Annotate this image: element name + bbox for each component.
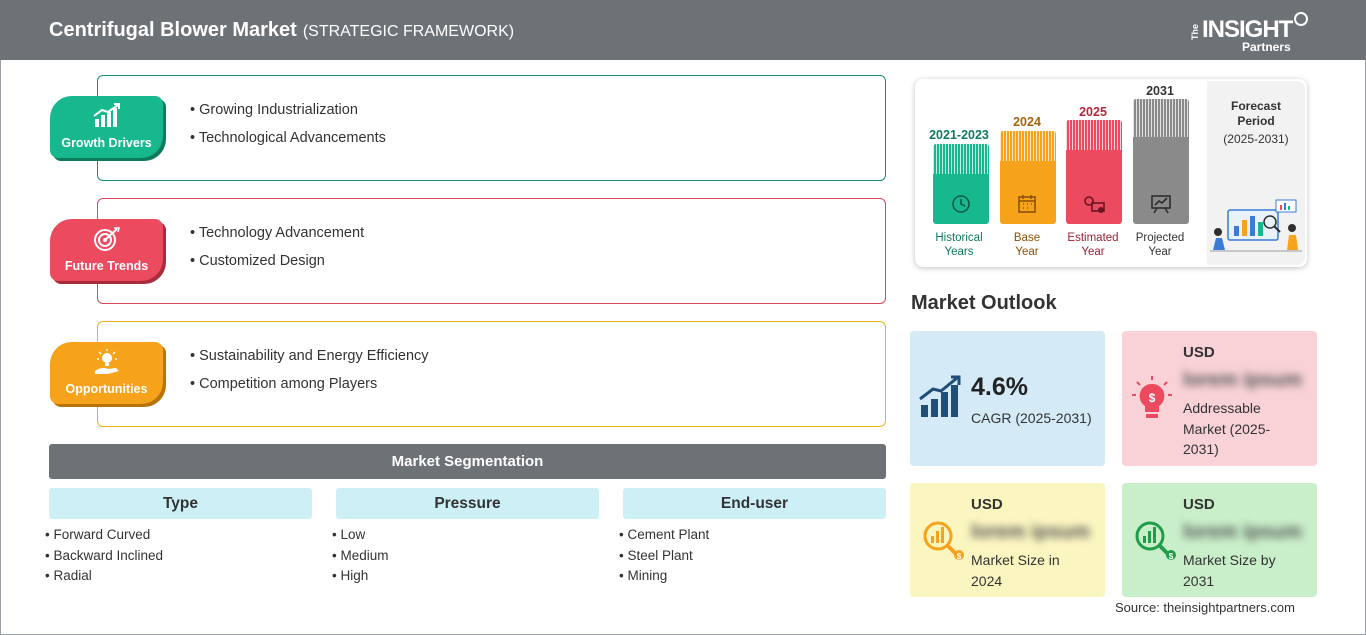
svg-text:$: $ bbox=[1149, 391, 1156, 405]
timeline-year: 2031 bbox=[1146, 84, 1174, 98]
list-item: Customized Design bbox=[190, 247, 364, 275]
list-item: Medium bbox=[332, 546, 599, 567]
svg-text:$: $ bbox=[1169, 552, 1174, 561]
segment-list: Cement Plant Steel Plant Mining bbox=[623, 525, 886, 587]
cagr-label: CAGR (2025-2031) bbox=[971, 410, 1092, 426]
growth-chart-icon bbox=[93, 103, 120, 127]
lightbulb-hand-icon bbox=[95, 349, 119, 374]
currency-label: USD bbox=[1183, 344, 1215, 361]
list-item: Cement Plant bbox=[619, 525, 886, 546]
timeline-bar-historical bbox=[933, 144, 989, 224]
market-size-2031-value: lorem ipsum bbox=[1183, 521, 1302, 543]
addressable-market-tile: $ USD lorem ipsum Addressable Market (20… bbox=[1122, 331, 1317, 466]
list-item: Competition among Players bbox=[190, 370, 429, 398]
logo-insight: INSIGHT bbox=[1202, 16, 1293, 43]
future-trends-box: Technology Advancement Customized Design bbox=[97, 198, 886, 304]
market-size-2024-value: lorem ipsum bbox=[971, 521, 1090, 543]
segment-header: Pressure bbox=[336, 488, 599, 519]
analytics-illustration-icon bbox=[1210, 199, 1302, 252]
magnifier-chart-icon: $ bbox=[923, 521, 964, 561]
list-item: Growing Industrialization bbox=[190, 96, 386, 124]
segment-list: Low Medium High bbox=[336, 525, 599, 587]
market-size-2024-label: Market Size in 2024 bbox=[971, 552, 1060, 589]
future-trends-label: Future Trends bbox=[64, 259, 149, 273]
timeline-year: 2025 bbox=[1079, 105, 1107, 119]
list-item: Mining bbox=[619, 566, 886, 587]
growth-drivers-list: Growing Industrialization Technological … bbox=[190, 96, 386, 152]
list-item: Technology Advancement bbox=[190, 219, 364, 247]
growth-chart-icon bbox=[919, 375, 961, 417]
addressable-value: lorem ipsum bbox=[1183, 369, 1302, 391]
cagr-value: 4.6% bbox=[971, 373, 1028, 401]
calendar-icon bbox=[1018, 195, 1036, 213]
segment-pressure: Pressure Low Medium High bbox=[336, 488, 599, 587]
logo-ring-icon bbox=[1294, 12, 1308, 26]
addressable-label: Addressable Market (2025-2031) bbox=[1183, 400, 1271, 457]
market-size-2031-label: Market Size by 2031 bbox=[1183, 552, 1276, 589]
insight-partners-logo: The INSIGHT Partners bbox=[1190, 10, 1320, 54]
segment-list: Forward Curved Backward Inclined Radial bbox=[49, 525, 312, 587]
page-title: Centrifugal Blower Market (STRATEGIC FRAM… bbox=[49, 19, 514, 42]
report-title: Centrifugal Blower Market bbox=[49, 19, 297, 41]
segment-header: Type bbox=[49, 488, 312, 519]
list-item: Steel Plant bbox=[619, 546, 886, 567]
market-outlook-title: Market Outlook bbox=[911, 292, 1057, 314]
cagr-tile: 4.6% CAGR (2025-2031) bbox=[910, 331, 1105, 466]
market-size-2031-tile: $ USD lorem ipsum Market Size by 2031 bbox=[1122, 483, 1317, 597]
currency-label: USD bbox=[971, 496, 1003, 513]
magnifier-chart-icon: $ bbox=[1135, 521, 1176, 561]
growth-drivers-label: Growth Drivers bbox=[61, 136, 152, 150]
source-credit: Source: theinsightpartners.com bbox=[1115, 600, 1295, 615]
growth-drivers-box: Growing Industrialization Technological … bbox=[97, 75, 886, 181]
opportunities-box: Sustainability and Energy Efficiency Com… bbox=[97, 321, 886, 427]
estimate-gears-icon bbox=[1084, 196, 1105, 213]
target-icon bbox=[94, 227, 120, 251]
money-bulb-icon: $ bbox=[1132, 376, 1172, 418]
currency-label: USD bbox=[1183, 496, 1215, 513]
list-item: High bbox=[332, 566, 599, 587]
growth-drivers-badge: Growth Drivers bbox=[50, 96, 163, 158]
report-subtitle: (STRATEGIC FRAMEWORK) bbox=[302, 23, 515, 40]
list-item: Low bbox=[332, 525, 599, 546]
list-item: Backward Inclined bbox=[45, 546, 312, 567]
logo-partners: Partners bbox=[1242, 40, 1291, 54]
svg-text:$: $ bbox=[957, 552, 962, 561]
market-size-2024-tile: $ USD lorem ipsum Market Size in 2024 bbox=[910, 483, 1105, 597]
list-item: Radial bbox=[45, 566, 312, 587]
timeline-year: 2024 bbox=[1013, 115, 1041, 129]
opportunities-list: Sustainability and Energy Efficiency Com… bbox=[190, 342, 429, 398]
history-clock-icon bbox=[952, 195, 970, 213]
projection-board-icon bbox=[1151, 195, 1171, 214]
future-trends-badge: Future Trends bbox=[50, 219, 163, 281]
timeline-bar-estimated bbox=[1066, 120, 1122, 224]
segment-end-user: End-user Cement Plant Steel Plant Mining bbox=[623, 488, 886, 587]
list-item: Technological Advancements bbox=[190, 124, 386, 152]
forecast-period-label: Forecast Period (2025-2031) bbox=[1223, 99, 1289, 146]
segment-type: Type Forward Curved Backward Inclined Ra… bbox=[49, 488, 312, 587]
future-trends-list: Technology Advancement Customized Design bbox=[190, 219, 364, 275]
list-item: Sustainability and Energy Efficiency bbox=[190, 342, 428, 370]
opportunities-label: Opportunities bbox=[65, 382, 148, 396]
market-segmentation-header: Market Segmentation bbox=[49, 444, 886, 479]
timeline-year: 2021-2023 bbox=[929, 128, 989, 142]
opportunities-badge: Opportunities bbox=[50, 342, 163, 404]
logo-the: The bbox=[1190, 23, 1200, 40]
list-item: Forward Curved bbox=[45, 525, 312, 546]
header-bar: Centrifugal Blower Market (STRATEGIC FRAM… bbox=[0, 0, 1366, 60]
segment-header: End-user bbox=[623, 488, 886, 519]
